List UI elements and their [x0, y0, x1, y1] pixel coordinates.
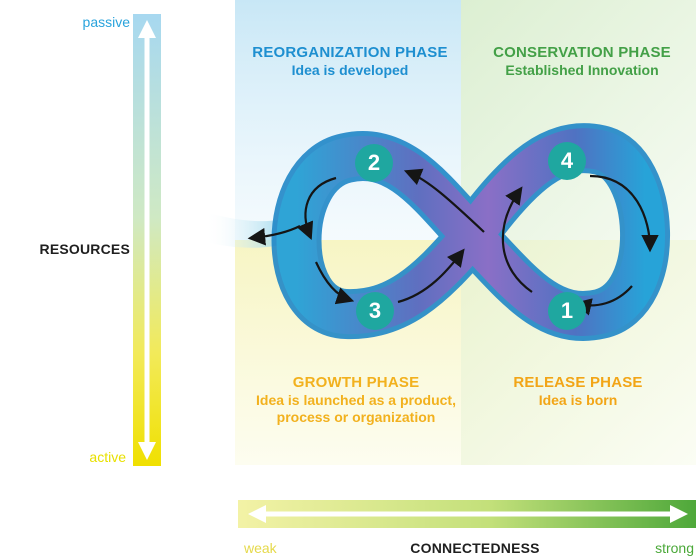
conservation-phase-title: CONSERVATION PHASE — [493, 44, 671, 61]
release-phase-subtitle: Idea is born — [538, 392, 618, 408]
growth-phase-title: GROWTH PHASE — [292, 374, 420, 391]
connectedness-weak-label: weak — [244, 540, 277, 556]
phase-4-marker — [548, 142, 586, 180]
resources-axis-title: RESOURCES — [39, 241, 130, 257]
figure-eight-loop — [271, 123, 671, 341]
phase-3-number: 3 — [368, 298, 382, 323]
growth-phase-caption: GROWTH PHASE Idea is launched as a produ… — [256, 374, 456, 426]
release-phase-title: RELEASE PHASE — [513, 374, 643, 391]
phase-4-number: 4 — [560, 148, 574, 173]
release-phase-caption: RELEASE PHASE Idea is born — [478, 374, 678, 409]
growth-phase-subtitle: Idea is launched as a product, process o… — [256, 392, 456, 425]
connectedness-axis-title: CONNECTEDNESS — [410, 540, 540, 556]
resources-double-arrow — [138, 20, 156, 460]
phase-1-marker — [548, 292, 586, 330]
connectedness-double-arrow — [248, 505, 688, 523]
reorganization-phase-subtitle: Idea is developed — [291, 62, 409, 78]
reorganization-phase-caption: REORGANIZATION PHASE Idea is developed — [245, 44, 455, 79]
reorganization-phase-title: REORGANIZATION PHASE — [252, 44, 448, 61]
conservation-phase-caption: CONSERVATION PHASE Established Innovatio… — [474, 44, 690, 79]
conservation-phase-subtitle: Established Innovation — [505, 62, 659, 78]
resources-passive-label: passive — [82, 14, 130, 30]
phase-2-number: 2 — [367, 150, 381, 175]
phase-2-marker — [355, 144, 393, 182]
resources-active-label: active — [89, 449, 126, 465]
connectedness-strong-label: strong — [655, 540, 694, 556]
phase-1-number: 1 — [560, 298, 574, 323]
phase-3-marker — [356, 292, 394, 330]
